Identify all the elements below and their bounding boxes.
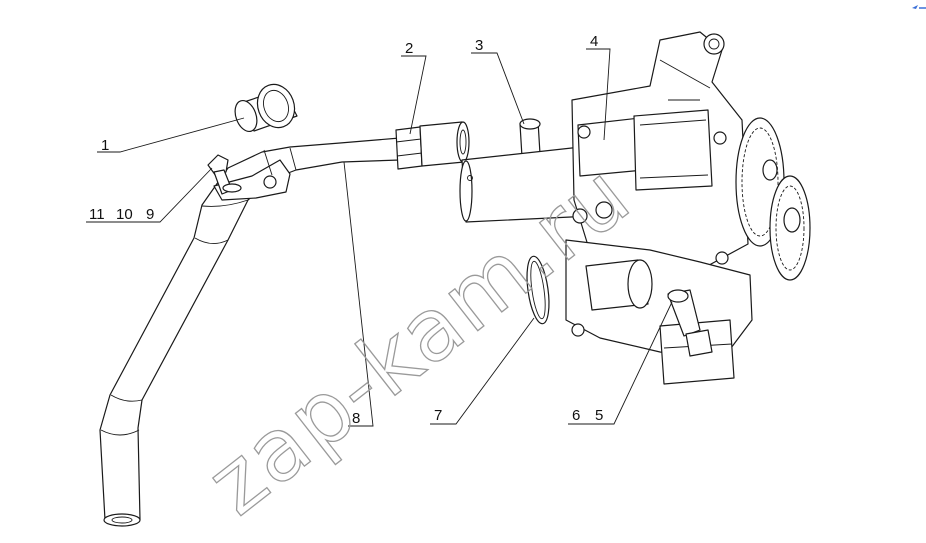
label-3: 3: [475, 37, 483, 54]
label-6: 6: [572, 407, 580, 424]
part-3-plug: [519, 118, 541, 158]
part-7-o-ring: [526, 255, 550, 325]
label-4: 4: [590, 33, 598, 50]
label-9: 9: [146, 206, 154, 223]
part-4-oil-pump: [459, 31, 811, 385]
label-2: 2: [405, 40, 413, 57]
watermark-text: zap-kam.ru: [189, 145, 649, 535]
part-1-sleeve: [234, 83, 298, 133]
label-8: 8: [352, 410, 360, 427]
scroll-arrow-icon: [912, 5, 926, 9]
label-10: 10: [116, 206, 133, 223]
label-5: 5: [595, 407, 603, 424]
part-2-union: [395, 121, 470, 170]
callouts: 1 2 3 4 11 10 9 8 7 6 5: [86, 33, 673, 427]
label-11: 11: [89, 206, 105, 223]
part-9-11-bolt: [207, 154, 242, 195]
label-1: 1: [101, 137, 109, 154]
label-7: 7: [434, 407, 442, 424]
